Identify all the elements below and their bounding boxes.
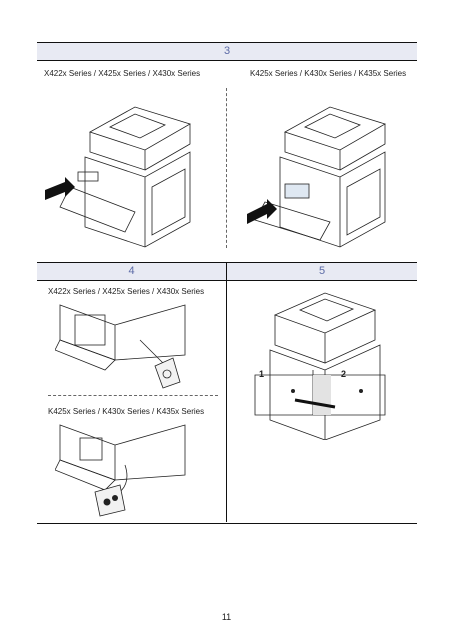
printer-back-screws-illustration: [254, 292, 386, 440]
step-3-header: 3: [37, 43, 417, 61]
step-3-divider: [226, 88, 227, 248]
step-4-header: 4: [37, 263, 226, 281]
step-4-bottom-series-label: K425x Series / K430x Series / K435x Seri…: [48, 407, 205, 416]
callout-2: 2: [341, 369, 347, 379]
page-number: 11: [221, 612, 232, 622]
step-4-top-series-label: X422x Series / X425x Series / X430x Seri…: [48, 287, 205, 296]
row-2-top-rule: [37, 262, 417, 263]
instruction-table: [37, 42, 417, 524]
step-5-number: 5: [318, 265, 326, 277]
step-4-5-column-divider: [226, 263, 227, 522]
step-3-left-series-label: X422x Series / X425x Series / X430x Seri…: [44, 69, 201, 78]
toner-bag-k-series-illustration: [55, 424, 186, 517]
step-3-number: 3: [223, 45, 231, 57]
toner-bag-x-series-illustration: [55, 304, 186, 389]
printer-x-series-illustration: [45, 106, 191, 248]
step-3-right-series-label: K425x Series / K430x Series / K435x Seri…: [250, 69, 407, 78]
step-4-number: 4: [128, 265, 135, 277]
printer-k-series-illustration: [247, 106, 386, 248]
step-5-header: 5: [227, 263, 417, 281]
step-4-divider: [48, 395, 218, 396]
callout-1: 1: [259, 369, 265, 379]
